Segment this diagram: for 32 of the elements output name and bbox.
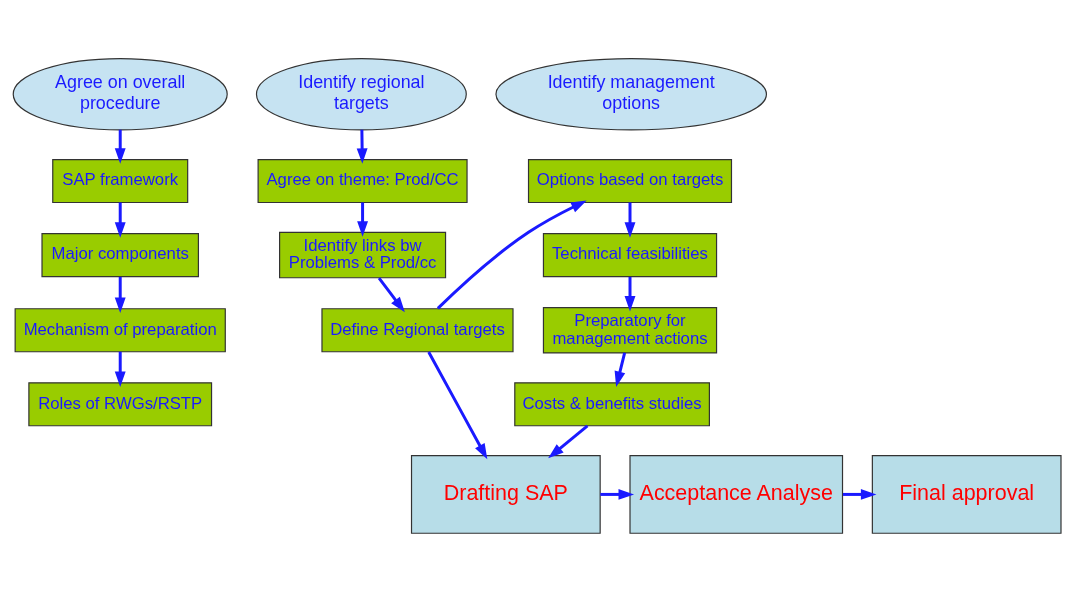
arrow bbox=[548, 424, 589, 459]
arrow bbox=[114, 202, 126, 238]
arrow bbox=[114, 129, 126, 164]
arrow bbox=[624, 276, 636, 312]
node-box: Major components bbox=[41, 232, 199, 278]
node-ellipse: Identify regional targets bbox=[255, 57, 467, 131]
node-box: Costs & benefits studies bbox=[514, 382, 710, 427]
node-box: Acceptance Analyse bbox=[629, 455, 844, 534]
arrow bbox=[600, 489, 635, 500]
node-box: Drafting SAP bbox=[410, 455, 601, 534]
node-box: Preparatory for management actions bbox=[542, 307, 718, 354]
node-box: Roles of RWGs/RSTP bbox=[28, 382, 213, 427]
node-box: Mechanism of preparation bbox=[14, 308, 226, 353]
node-ellipse: Agree on overall procedure bbox=[12, 57, 228, 131]
node-box: Final approval bbox=[871, 455, 1062, 534]
arrow bbox=[356, 129, 368, 164]
node-ellipse: Identify management options bbox=[495, 57, 768, 131]
node-box: Define Regional targets bbox=[321, 308, 514, 353]
node-box: Options based on targets bbox=[527, 158, 733, 204]
arrow bbox=[377, 277, 405, 313]
arrow bbox=[842, 489, 877, 500]
node-box: SAP framework bbox=[52, 158, 189, 204]
arrow bbox=[427, 351, 488, 460]
arrow bbox=[114, 276, 126, 314]
arrow bbox=[436, 200, 587, 310]
arrow bbox=[624, 202, 636, 238]
arrow bbox=[114, 351, 126, 387]
node-box: Technical feasibilities bbox=[542, 232, 718, 278]
node-box: Agree on theme: Prod/CC bbox=[257, 158, 468, 204]
node-box: Identify links bw Problems & Prod/cc bbox=[279, 231, 447, 279]
arrow bbox=[357, 202, 369, 237]
arrow bbox=[614, 352, 627, 387]
